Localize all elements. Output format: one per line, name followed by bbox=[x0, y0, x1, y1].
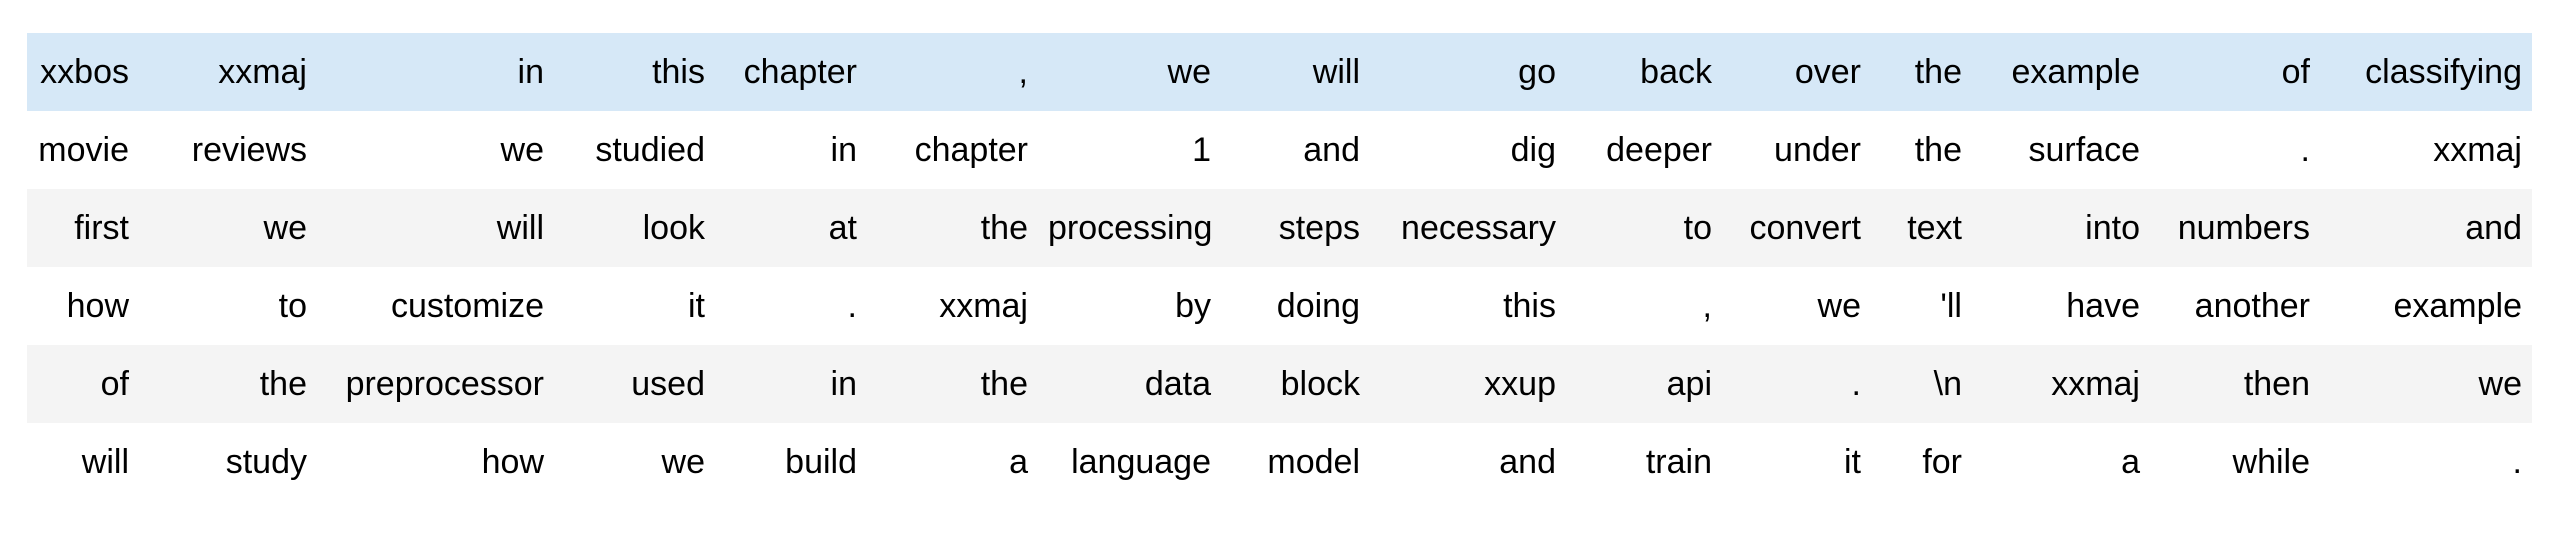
token-cell: studied bbox=[554, 111, 715, 189]
token-cell: we bbox=[1038, 33, 1221, 111]
token-cell: go bbox=[1370, 33, 1566, 111]
token-cell: will bbox=[317, 189, 554, 267]
token-cell: classifying bbox=[2320, 33, 2532, 111]
token-cell: . bbox=[2150, 111, 2320, 189]
token-cell: . bbox=[2320, 423, 2532, 501]
token-cell: chapter bbox=[715, 33, 867, 111]
token-cell: a bbox=[1972, 423, 2150, 501]
token-cell: xxup bbox=[1370, 345, 1566, 423]
token-cell: to bbox=[139, 267, 317, 345]
token-cell: will bbox=[1221, 33, 1370, 111]
token-cell: in bbox=[715, 345, 867, 423]
token-cell: the bbox=[867, 189, 1038, 267]
token-cell: the bbox=[1871, 33, 1972, 111]
token-cell: a bbox=[867, 423, 1038, 501]
token-cell: train bbox=[1566, 423, 1722, 501]
token-cell: of bbox=[2150, 33, 2320, 111]
token-cell: how bbox=[27, 267, 139, 345]
token-cell: into bbox=[1972, 189, 2150, 267]
token-cell: it bbox=[1722, 423, 1871, 501]
token-cell: steps bbox=[1221, 189, 1370, 267]
token-cell: \n bbox=[1871, 345, 1972, 423]
token-cell: another bbox=[2150, 267, 2320, 345]
token-cell: 'll bbox=[1871, 267, 1972, 345]
token-cell: of bbox=[27, 345, 139, 423]
token-cell: customize bbox=[317, 267, 554, 345]
token-cell: surface bbox=[1972, 111, 2150, 189]
token-cell: convert bbox=[1722, 189, 1871, 267]
token-cell: we bbox=[554, 423, 715, 501]
token-cell: and bbox=[1221, 111, 1370, 189]
token-cell: . bbox=[1722, 345, 1871, 423]
token-cell: deeper bbox=[1566, 111, 1722, 189]
token-cell: text bbox=[1871, 189, 1972, 267]
token-cell: language bbox=[1038, 423, 1221, 501]
token-cell: in bbox=[715, 111, 867, 189]
token-cell: we bbox=[317, 111, 554, 189]
token-cell: used bbox=[554, 345, 715, 423]
token-cell: , bbox=[1566, 267, 1722, 345]
token-cell: and bbox=[2320, 189, 2532, 267]
token-cell: example bbox=[1972, 33, 2150, 111]
token-cell: under bbox=[1722, 111, 1871, 189]
token-cell: xxmaj bbox=[139, 33, 317, 111]
token-cell: at bbox=[715, 189, 867, 267]
token-cell: over bbox=[1722, 33, 1871, 111]
token-cell: necessary bbox=[1370, 189, 1566, 267]
token-cell: the bbox=[1871, 111, 1972, 189]
token-cell: block bbox=[1221, 345, 1370, 423]
token-cell: first bbox=[27, 189, 139, 267]
token-cell: and bbox=[1370, 423, 1566, 501]
token-cell: study bbox=[139, 423, 317, 501]
token-cell: dig bbox=[1370, 111, 1566, 189]
token-cell: we bbox=[139, 189, 317, 267]
token-cell: movie bbox=[27, 111, 139, 189]
token-cell: xxmaj bbox=[867, 267, 1038, 345]
token-cell: model bbox=[1221, 423, 1370, 501]
token-cell: doing bbox=[1221, 267, 1370, 345]
token-cell: while bbox=[2150, 423, 2320, 501]
token-cell: back bbox=[1566, 33, 1722, 111]
token-cell: the bbox=[867, 345, 1038, 423]
token-cell: how bbox=[317, 423, 554, 501]
token-cell: by bbox=[1038, 267, 1221, 345]
token-cell: xxbos bbox=[27, 33, 139, 111]
token-cell: have bbox=[1972, 267, 2150, 345]
token-cell: chapter bbox=[867, 111, 1038, 189]
token-cell: this bbox=[554, 33, 715, 111]
token-cell: build bbox=[715, 423, 867, 501]
token-cell: look bbox=[554, 189, 715, 267]
token-cell: in bbox=[317, 33, 554, 111]
token-cell: to bbox=[1566, 189, 1722, 267]
token-cell: api bbox=[1566, 345, 1722, 423]
token-cell: xxmaj bbox=[1972, 345, 2150, 423]
token-cell: we bbox=[1722, 267, 1871, 345]
token-cell: 1 bbox=[1038, 111, 1221, 189]
token-cell: data bbox=[1038, 345, 1221, 423]
token-cell: example bbox=[2320, 267, 2532, 345]
token-cell: the bbox=[139, 345, 317, 423]
token-cell: then bbox=[2150, 345, 2320, 423]
token-cell: , bbox=[867, 33, 1038, 111]
token-cell: . bbox=[715, 267, 867, 345]
token-cell: preprocessor bbox=[317, 345, 554, 423]
token-cell: we bbox=[2320, 345, 2532, 423]
token-cell: processing bbox=[1038, 189, 1221, 267]
token-cell: for bbox=[1871, 423, 1972, 501]
token-cell: this bbox=[1370, 267, 1566, 345]
token-cell: it bbox=[554, 267, 715, 345]
token-cell: will bbox=[27, 423, 139, 501]
token-cell: xxmaj bbox=[2320, 111, 2532, 189]
token-cell: numbers bbox=[2150, 189, 2320, 267]
token-cell: reviews bbox=[139, 111, 317, 189]
